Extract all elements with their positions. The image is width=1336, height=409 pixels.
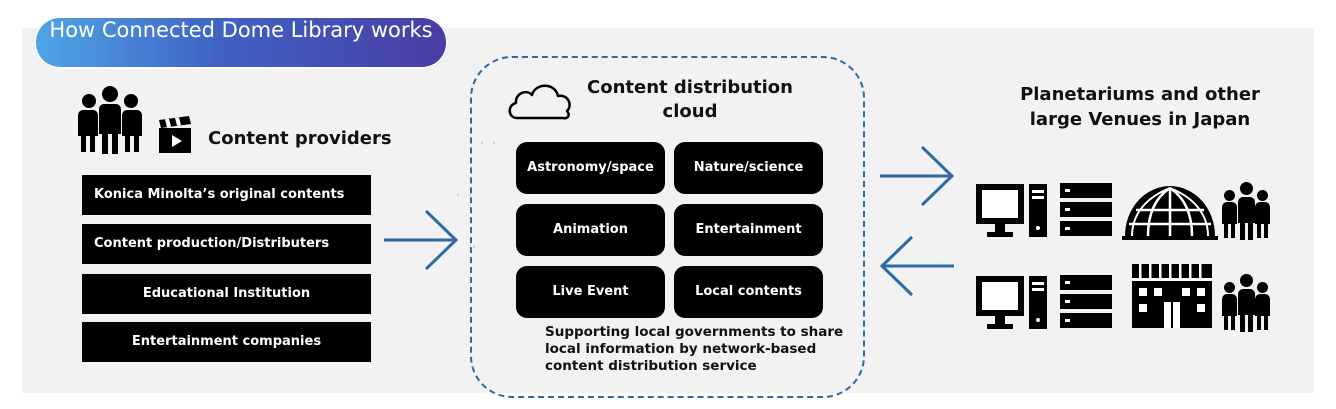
arrow-right-icon — [880, 145, 955, 207]
category-box: Live Event — [516, 266, 665, 318]
category-box: Astronomy/space — [516, 142, 665, 194]
building-icon — [1132, 264, 1212, 328]
provider-item: Konica Minolta’s original contents — [82, 175, 371, 215]
provider-item: Educational Institution — [82, 274, 371, 314]
monitor-icon — [976, 184, 1047, 237]
faint-background-text: ・ — [468, 240, 481, 254]
arrow-left-icon — [879, 235, 954, 297]
people-icon — [78, 86, 142, 156]
people-icon — [1222, 182, 1270, 240]
server-icon — [1060, 183, 1112, 236]
venues-heading: Planetariums and other large Venues in J… — [1020, 84, 1260, 130]
category-box: Animation — [516, 204, 665, 256]
cloud-title: Content distribution cloud — [587, 77, 793, 122]
support-text: Supporting local governments to share lo… — [545, 324, 844, 374]
faint-background-text: ・・ — [452, 188, 477, 202]
category-box: Nature/science — [674, 142, 823, 194]
cloud-frame — [470, 56, 865, 398]
providers-heading: Content providers — [208, 128, 392, 149]
diagram-title: How Connected Dome Library works — [49, 18, 433, 42]
category-box: Local contents — [674, 266, 823, 318]
people-icon — [1222, 274, 1270, 332]
arrow-right-icon — [384, 209, 459, 271]
title-badge — [34, 16, 448, 69]
clapperboard-icon — [159, 116, 191, 153]
monitor-icon — [976, 276, 1047, 329]
category-box: Entertainment — [674, 204, 823, 256]
cloud-icon — [508, 84, 571, 120]
server-icon — [1060, 275, 1112, 328]
dome-icon — [1122, 186, 1218, 240]
faint-background-text: ・・ — [476, 136, 501, 150]
provider-item: Content production/Distributers — [82, 224, 371, 264]
provider-item: Entertainment companies — [82, 322, 371, 362]
